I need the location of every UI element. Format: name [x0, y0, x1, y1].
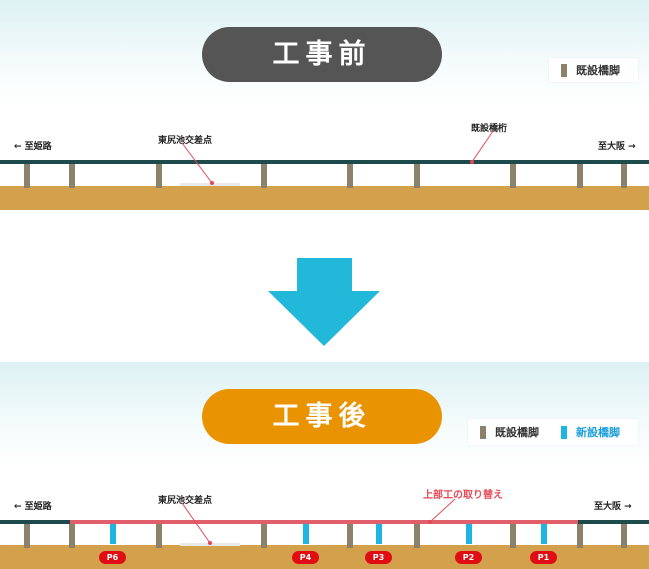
- down-arrow-icon: [268, 258, 380, 346]
- existing-pier-swatch: [561, 63, 567, 77]
- existing-pier: [261, 524, 267, 548]
- girder-leader-line: [471, 130, 494, 163]
- new-pier-p1: [541, 524, 547, 544]
- before-leader-lines: [181, 130, 494, 185]
- intersection-label: 東尻池交差点: [158, 136, 213, 146]
- new-pier-p3: [376, 524, 382, 544]
- before-legend: 既設橋脚: [549, 58, 638, 82]
- existing-pier: [510, 524, 516, 548]
- girder-label: 既設橋桁: [471, 124, 508, 134]
- existing-pier: [156, 524, 162, 548]
- intersection-marker-dot: [210, 181, 214, 185]
- new-pier-p6: [110, 524, 116, 544]
- intersection-road-plate: [180, 183, 240, 186]
- after-title: 工事後: [202, 389, 442, 444]
- ground: [0, 186, 649, 210]
- direction-osaka: 至大阪 →: [594, 502, 632, 512]
- existing-pier: [414, 164, 420, 188]
- existing-pier: [69, 524, 75, 548]
- after-leader-lines: [181, 498, 456, 545]
- pier-badge-p1: P1: [530, 551, 557, 564]
- existing-pier: [577, 164, 583, 188]
- intersection-leader-line: [181, 142, 213, 184]
- replaced-superstructure: [70, 520, 578, 524]
- existing-pier: [621, 524, 627, 548]
- existing-girder: [0, 160, 649, 164]
- girder-marker-dot: [470, 160, 474, 164]
- existing-girder-west: [0, 520, 70, 524]
- existing-pier: [156, 164, 162, 188]
- direction-himeji: ← 至姫路: [14, 142, 52, 152]
- existing-pier: [510, 164, 516, 188]
- direction-osaka: 至大阪 →: [598, 142, 636, 152]
- existing-pier: [621, 164, 627, 188]
- before-construction-panel: 工事前 既設橋脚 ← 至姫路 至大阪 → 東尻池交差点 既設橋桁: [0, 0, 649, 210]
- existing-pier: [24, 164, 30, 188]
- existing-pier-swatch: [480, 425, 486, 439]
- new-pier-legend-label: 新設橋脚: [576, 426, 620, 439]
- pier-badge-p2: P2: [455, 551, 482, 564]
- replacement-marker-dot: [428, 520, 432, 524]
- existing-pier: [261, 164, 267, 188]
- intersection-leader-line: [181, 502, 211, 544]
- after-construction-panel: 工事後 既設橋脚 新設橋脚 ← 至姫路 至大阪 → 東尻池交差点 上部工の取り替…: [0, 362, 649, 569]
- existing-pier: [577, 524, 583, 548]
- direction-himeji: ← 至姫路: [14, 502, 52, 512]
- new-pier-p2: [466, 524, 472, 544]
- new-pier-p4: [303, 524, 309, 544]
- intersection-label: 東尻池交差点: [158, 496, 213, 506]
- pier-badge-p3: P3: [365, 551, 392, 564]
- pier-badge-p6: P6: [99, 551, 126, 564]
- replacement-leader-line: [429, 498, 456, 523]
- intersection-marker-dot: [208, 541, 212, 545]
- after-legend: 既設橋脚 新設橋脚: [468, 419, 638, 445]
- existing-pier-legend-label: 既設橋脚: [495, 426, 539, 439]
- existing-pier: [24, 524, 30, 548]
- before-title: 工事前: [202, 27, 442, 82]
- existing-pier: [69, 164, 75, 188]
- existing-pier: [347, 524, 353, 548]
- existing-girder-east: [578, 520, 649, 524]
- replacement-label: 上部工の取り替え: [423, 490, 503, 501]
- new-pier-swatch: [561, 425, 567, 439]
- existing-pier: [414, 524, 420, 548]
- existing-pier-legend-label: 既設橋脚: [576, 64, 620, 77]
- existing-pier: [347, 164, 353, 188]
- pier-badge-p4: P4: [292, 551, 319, 564]
